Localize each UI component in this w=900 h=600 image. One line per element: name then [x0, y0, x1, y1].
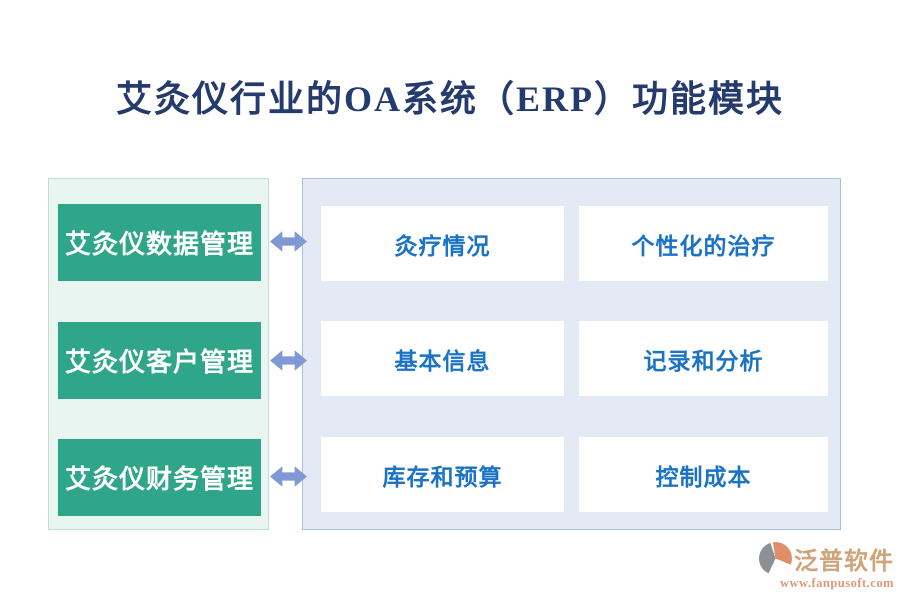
module-button-data-management: 艾灸仪数据管理 [58, 204, 261, 281]
feature-box-personalized-treatment: 个性化的治疗 [579, 206, 828, 281]
footer-brand-block: 泛普软件 www.fanpusoft.com [754, 541, 894, 591]
feature-box-cost-control: 控制成本 [579, 437, 828, 512]
double-arrow-icon [270, 347, 307, 374]
feature-box-moxibustion-status: 灸疗情况 [321, 206, 564, 281]
fanpu-logo-icon [759, 542, 792, 575]
brand-name: 泛普软件 [794, 549, 894, 575]
feature-box-inventory-budget: 库存和预算 [321, 437, 564, 512]
double-arrow-icon [270, 463, 307, 490]
feature-box-records-analysis: 记录和分析 [579, 321, 828, 396]
right-panel: 灸疗情况 个性化的治疗 基本信息 记录和分析 库存和预算 控制成本 [302, 178, 841, 530]
module-button-customer-management: 艾灸仪客户管理 [58, 322, 261, 399]
brand-url: www.fanpusoft.com [779, 576, 894, 590]
feature-box-basic-info: 基本信息 [321, 321, 564, 396]
double-arrow-icon [270, 228, 307, 255]
module-button-finance-management: 艾灸仪财务管理 [58, 439, 261, 516]
page-title: 艾灸仪行业的OA系统（ERP）功能模块 [115, 79, 784, 119]
left-panel: 艾灸仪数据管理 艾灸仪客户管理 艾灸仪财务管理 [48, 178, 269, 530]
